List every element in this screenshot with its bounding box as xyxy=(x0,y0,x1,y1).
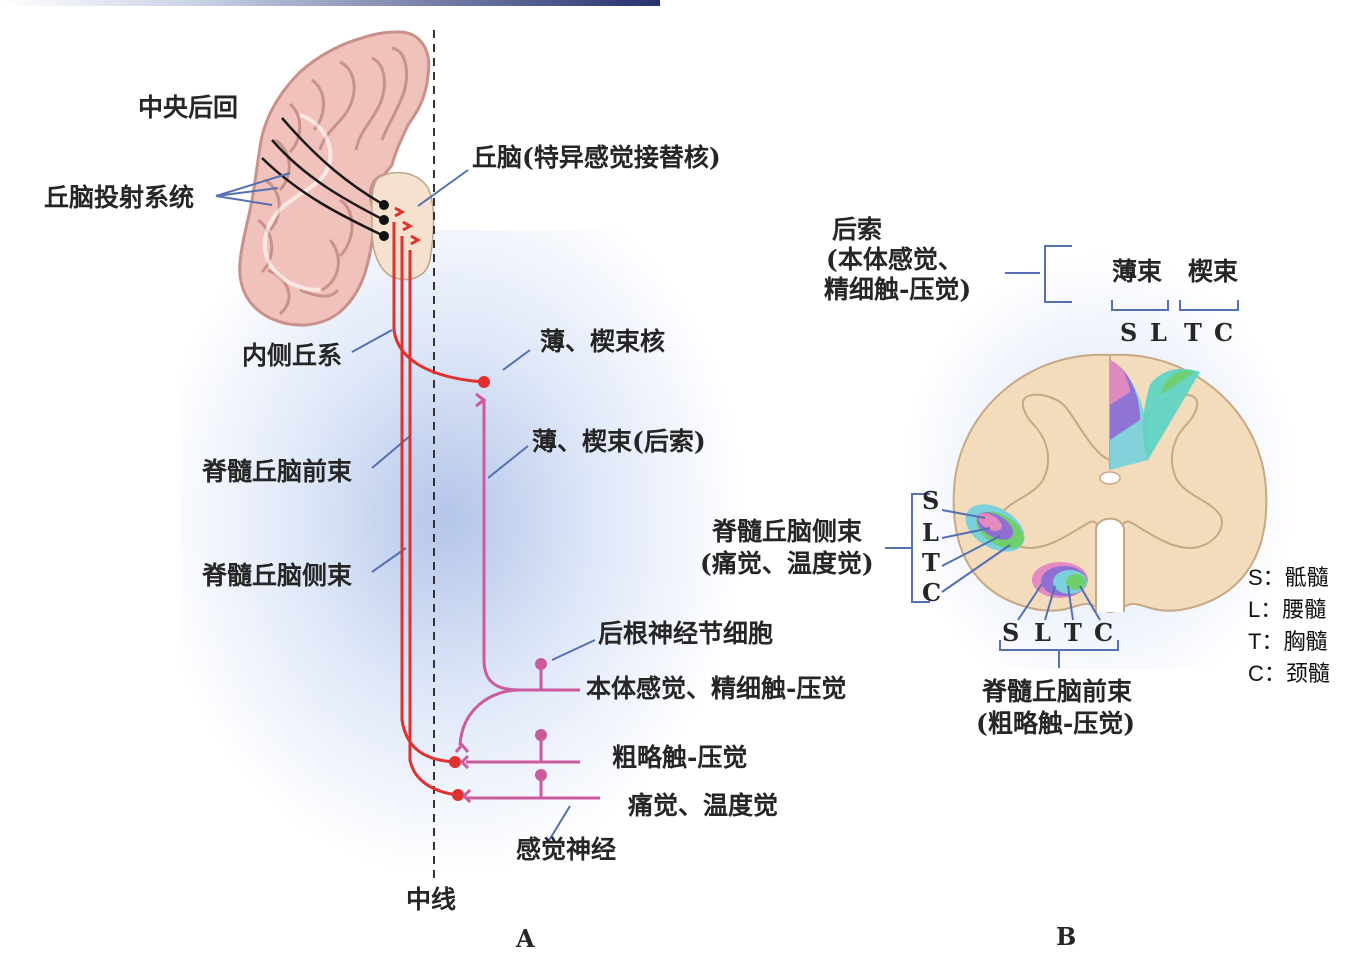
panel-a-letter: A xyxy=(516,924,535,953)
cortex-gyrus xyxy=(238,30,431,327)
label-dorsal-column-title: 后索 xyxy=(832,215,883,244)
label-cuneate: 楔束 xyxy=(1188,257,1239,286)
legend-cervical: C：颈髓 xyxy=(1248,661,1330,686)
label-thalamus: 丘脑(特异感觉接替核) xyxy=(472,143,721,172)
label-anterior-tract-sub: (粗略触-压觉) xyxy=(976,709,1136,738)
label-pain-temperature: 痛觉、温度觉 xyxy=(628,791,779,820)
thalamocortical-fibers xyxy=(261,117,385,238)
dorsal-column-zones xyxy=(1110,360,1200,470)
dorsal-horn-cell-pain xyxy=(452,789,464,801)
lateral-letter-s: S xyxy=(922,486,940,515)
segment-legend: S：骶髓 L：腰髓 T：胸髓 C：颈髓 xyxy=(1248,562,1330,690)
pointer-lines-b xyxy=(885,493,1119,668)
label-sensory-nerve: 感觉神经 xyxy=(516,835,617,864)
label-lateral-spinothalamic: 脊髓丘脑侧束 xyxy=(202,561,353,590)
thalamic-neuron-3 xyxy=(379,231,389,241)
label-anterior-spinothalamic: 脊髓丘脑前束 xyxy=(202,457,353,486)
label-lateral-tract-title: 脊髓丘脑侧束 xyxy=(712,517,863,546)
label-gracile: 薄束 xyxy=(1112,257,1163,286)
dorsal-letter-l: L xyxy=(1150,318,1167,347)
thalamic-synapses xyxy=(394,206,422,246)
drg-cell-body-2 xyxy=(535,729,547,741)
red-fibers xyxy=(392,222,485,797)
lateral-letter-c: C xyxy=(922,578,942,607)
label-medial-lemniscus: 内侧丘系 xyxy=(242,341,343,370)
dorsal-column-fibers xyxy=(454,392,600,804)
lateral-letter-l: L xyxy=(922,518,939,547)
panel-b-letter: B xyxy=(1056,922,1077,951)
anterior-letter-s: S xyxy=(1002,618,1020,647)
gracile-cuneate-nucleus-cell xyxy=(478,376,490,388)
label-gracile-cuneate-nuclei: 薄、楔束核 xyxy=(540,327,666,356)
dorsal-horn-cell-crude xyxy=(449,756,461,768)
dorsal-letter-c: C xyxy=(1214,318,1234,347)
anterior-letter-t: T xyxy=(1064,618,1082,647)
drg-cell-body-3 xyxy=(535,769,547,781)
label-dorsal-column-sub1: (本体感觉、 xyxy=(826,245,963,274)
spinal-cord-section xyxy=(952,353,1268,614)
label-midline: 中线 xyxy=(406,885,457,914)
anterior-letter-c: C xyxy=(1094,618,1114,647)
label-gracile-cuneate-fasciculi: 薄、楔束(后索) xyxy=(532,427,706,456)
label-crude-touch: 粗略触-压觉 xyxy=(612,743,748,772)
label-proprioception: 本体感觉、精细触-压觉 xyxy=(586,674,847,703)
pointer-lines-a xyxy=(215,169,596,843)
label-drg-cell: 后根神经节细胞 xyxy=(598,619,774,648)
legend-lumbar: L：腰髓 xyxy=(1248,597,1327,622)
thalamic-neuron-1 xyxy=(379,200,389,210)
label-anterior-tract-title: 脊髓丘脑前束 xyxy=(982,677,1133,706)
lateral-letter-t: T xyxy=(922,548,940,577)
anterior-tract-zones xyxy=(1032,562,1088,598)
dorsal-letter-s: S xyxy=(1120,318,1138,347)
legend-sacral: S：骶髓 xyxy=(1248,565,1329,590)
dorsal-column-bracket xyxy=(1005,245,1239,311)
label-postcentral-gyrus: 中央后回 xyxy=(138,93,239,122)
header-accent-bar xyxy=(0,0,660,6)
legend-thoracic: T：胸髓 xyxy=(1248,629,1328,654)
label-dorsal-column-sub2: 精细触-压觉) xyxy=(824,275,972,304)
dorsal-letter-t: T xyxy=(1184,318,1202,347)
thalamus-nucleus xyxy=(371,171,435,281)
label-lateral-tract-sub: (痛觉、温度觉) xyxy=(700,549,874,578)
drg-cell-body-1 xyxy=(535,658,547,670)
label-thalamocortical: 丘脑投射系统 xyxy=(44,183,195,212)
thalamic-neuron-2 xyxy=(379,215,389,225)
anterior-letter-l: L xyxy=(1034,618,1051,647)
